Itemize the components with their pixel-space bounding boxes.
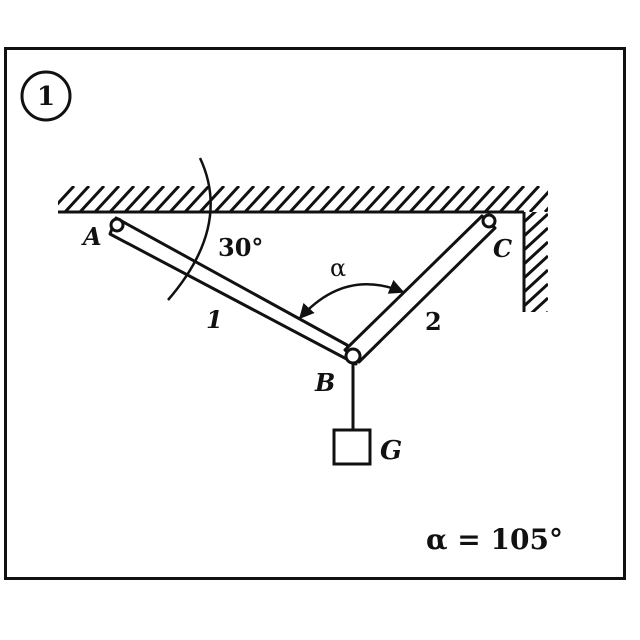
- ceiling-hatch-line: [108, 186, 136, 212]
- label-rod-2: 2: [425, 307, 442, 336]
- ceiling-hatch-line: [168, 186, 196, 212]
- problem-number-badge: 1: [20, 70, 72, 122]
- ceiling-hatch-line: [393, 186, 421, 212]
- problem-number: 1: [37, 82, 55, 112]
- label-angle-alpha: α: [330, 254, 346, 282]
- ceiling-hatch-line: [468, 186, 496, 212]
- wall-hatch-line: [530, 296, 548, 312]
- wall-support: [522, 212, 548, 312]
- wall-hatch-line: [524, 240, 548, 266]
- ceiling-hatch-line: [288, 186, 316, 212]
- angle-alpha-arc: [298, 279, 405, 320]
- ceiling-hatch-line: [93, 186, 121, 212]
- ceiling-hatch-line: [498, 186, 526, 212]
- wall-hatch-line: [524, 226, 548, 252]
- label-b: B: [314, 368, 335, 397]
- problem-frame: [4, 47, 626, 580]
- ceiling-hatch-line: [63, 186, 91, 212]
- rod-2: [343, 214, 497, 364]
- label-weight: G: [380, 436, 402, 466]
- weight-block: [332, 428, 372, 466]
- ceiling-hatch-line: [318, 186, 346, 212]
- ceiling-hatch-line: [528, 190, 548, 212]
- ceiling-hatch-line: [138, 186, 166, 212]
- ceiling-hatch-line: [453, 186, 481, 212]
- ceiling-support: [58, 186, 584, 214]
- ceiling-hatch-line: [153, 186, 181, 212]
- wall-hatch-line: [524, 268, 548, 294]
- ceiling-hatch-line: [213, 186, 241, 212]
- ceiling-hatch-line: [78, 186, 106, 212]
- ceiling-hatch-line: [560, 186, 584, 212]
- ceiling-hatch-line: [123, 186, 151, 212]
- ceiling-hatch-line: [348, 186, 376, 212]
- label-c: C: [493, 234, 512, 263]
- ceiling-hatch-line: [513, 186, 541, 212]
- ceiling-hatch-line: [363, 186, 391, 212]
- ceiling-hatch-line: [423, 186, 451, 212]
- ceiling-hatch-line: [58, 186, 76, 206]
- wall-hatch-line: [545, 310, 548, 312]
- given-alpha: α = 105°: [426, 523, 563, 556]
- hinge-a: [109, 217, 125, 233]
- label-angle-30: 30°: [218, 233, 263, 262]
- hinge-b: [344, 347, 362, 365]
- wall-hatch-line: [524, 212, 548, 238]
- ceiling-hatch-line: [543, 206, 548, 212]
- ceiling-hatch-line: [333, 186, 361, 212]
- wall-hatch-line: [524, 282, 548, 308]
- ceiling-hatch-line: [273, 186, 301, 212]
- ceiling-hatch-line: [258, 186, 286, 212]
- wall-hatch-line: [524, 212, 538, 224]
- ceiling-hatch-line: [228, 186, 256, 212]
- ceiling-hatch-line: [408, 186, 436, 212]
- label-rod-1: 1: [206, 305, 223, 334]
- wall-hatch-line: [524, 254, 548, 280]
- ceiling-hatch-line: [438, 186, 466, 212]
- ceiling-hatch-line: [183, 186, 211, 212]
- ceiling-hatch-line: [483, 186, 511, 212]
- ceiling-hatch-line: [243, 186, 271, 212]
- ceiling-hatch-line: [378, 186, 406, 212]
- label-a: A: [81, 222, 102, 251]
- hinge-c: [481, 213, 497, 229]
- ceiling-hatch-line: [303, 186, 331, 212]
- angle-30-arc: [167, 157, 212, 301]
- ceiling-hatch-line: [198, 186, 226, 212]
